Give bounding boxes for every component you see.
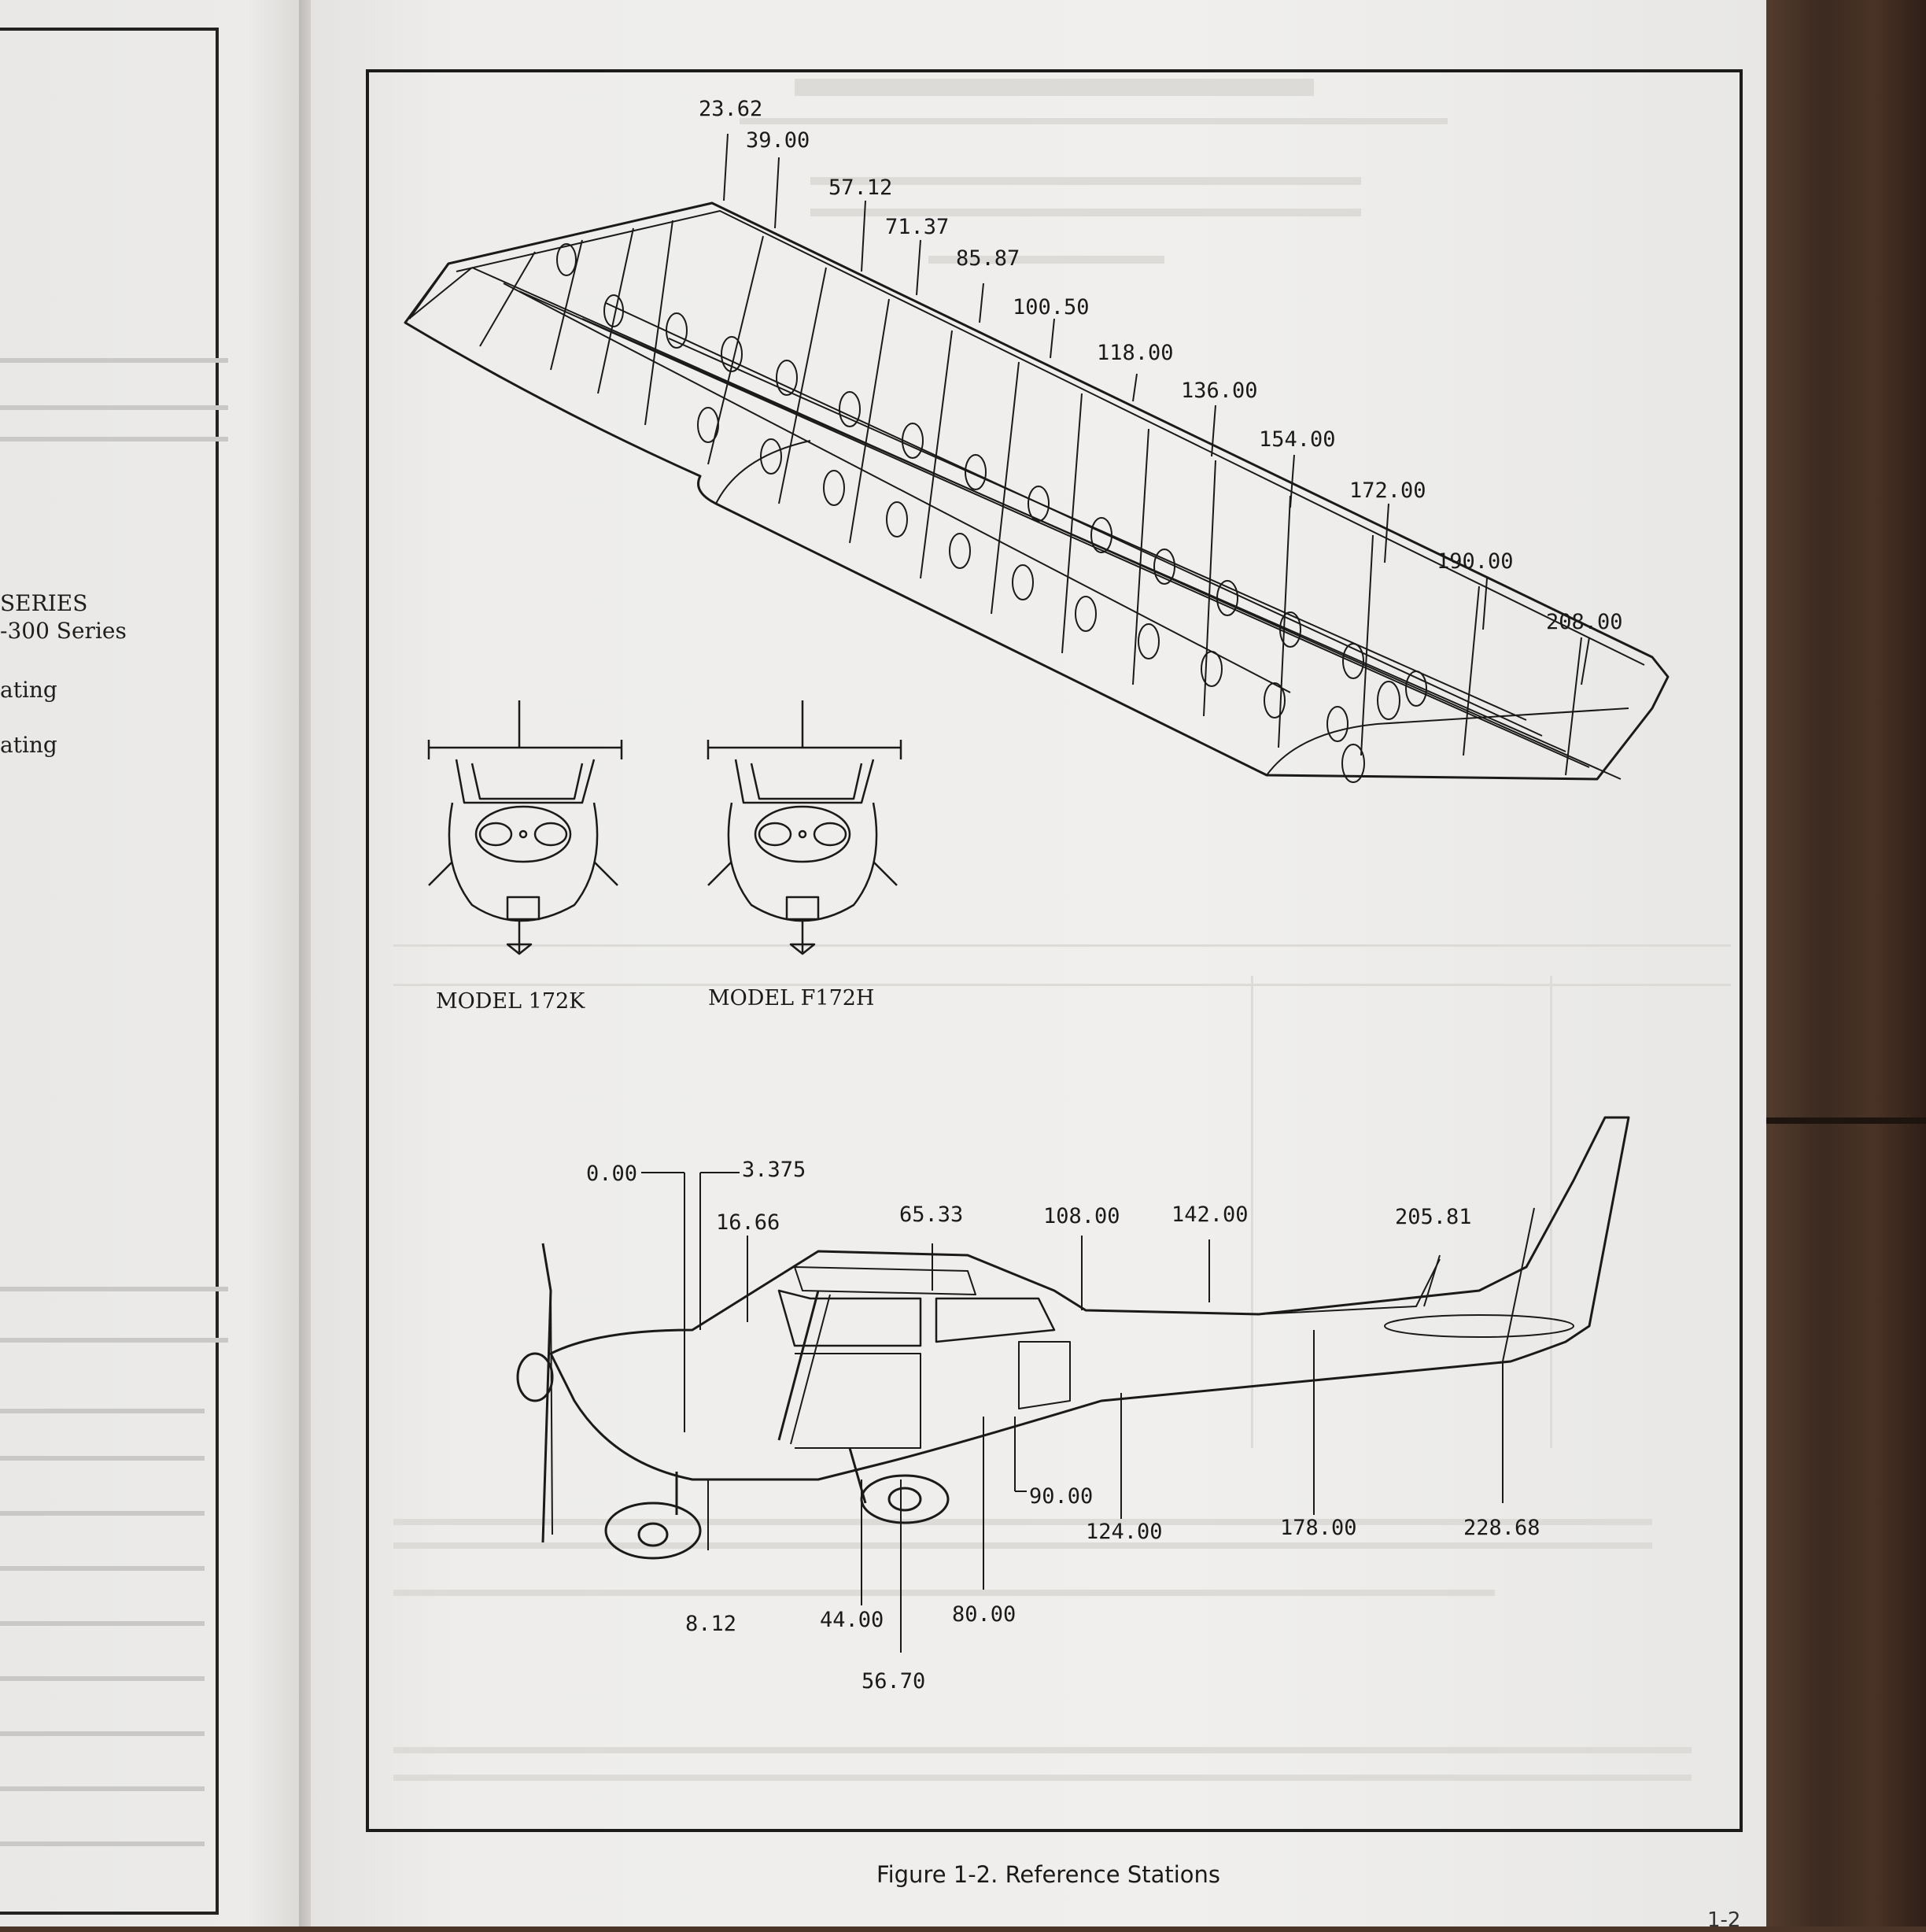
page-number: 1-2 [1707, 1908, 1741, 1932]
fuselage-station-label: 16.66 [716, 1210, 780, 1235]
fuselage-station-label: 124.00 [1086, 1520, 1163, 1544]
left-page-line: -300 Series [0, 618, 127, 644]
left-page-frame [0, 28, 219, 1915]
wing-station-label: 136.00 [1181, 379, 1258, 403]
fuselage-station-label: 108.00 [1043, 1204, 1120, 1228]
front-view-f172h [707, 700, 902, 955]
model-label: MODEL F172H [708, 986, 875, 1010]
fuselage-station-label: 65.33 [899, 1202, 964, 1227]
fuselage-station-label: 8.12 [685, 1612, 737, 1636]
wing-station-label: 85.87 [956, 246, 1020, 271]
wing-station-label: 154.00 [1259, 427, 1336, 452]
fuselage-station-label: 142.00 [1171, 1202, 1249, 1227]
fuselage-station-label: 3.375 [742, 1158, 806, 1182]
fuselage-station-label: 0.00 [586, 1162, 638, 1186]
wing-station-label: 172.00 [1349, 478, 1426, 503]
wing-station-label: 118.00 [1097, 341, 1174, 365]
fuselage-station-label: 44.00 [820, 1608, 884, 1632]
wing-station-label: 71.37 [885, 215, 950, 239]
wing-station-label: 39.00 [746, 128, 810, 153]
wing-outline [404, 201, 1670, 781]
figure-caption: Figure 1-2. Reference Stations [876, 1861, 1221, 1888]
wing-station-label: 57.12 [828, 175, 893, 200]
side-view-aircraft [516, 1116, 1630, 1560]
wing-station-label: 208.00 [1546, 610, 1623, 634]
wing-station-label: 100.50 [1013, 295, 1090, 320]
fuselage-station-label: 205.81 [1395, 1205, 1472, 1229]
fuselage-station-label: 80.00 [952, 1602, 1016, 1627]
left-page-line: SERIES [0, 590, 88, 616]
fuselage-station-label: 90.00 [1029, 1484, 1094, 1509]
fuselage-station-label: 56.70 [862, 1669, 926, 1694]
right-page [311, 0, 1766, 1926]
fuselage-station-label: 228.68 [1463, 1516, 1540, 1540]
desk-background [1753, 0, 1926, 1926]
wing-station-label: 23.62 [699, 97, 763, 121]
fuselage-station-label: 178.00 [1280, 1516, 1357, 1540]
model-label: MODEL 172K [436, 989, 585, 1014]
front-view-172k [427, 700, 623, 955]
wing-station-label: 190.00 [1437, 549, 1514, 574]
figure-frame [366, 69, 1743, 1832]
left-page-line: ating [0, 732, 57, 758]
left-page-line: ating [0, 677, 57, 703]
left-page: SERIES -300 Series ating ating [0, 0, 311, 1926]
